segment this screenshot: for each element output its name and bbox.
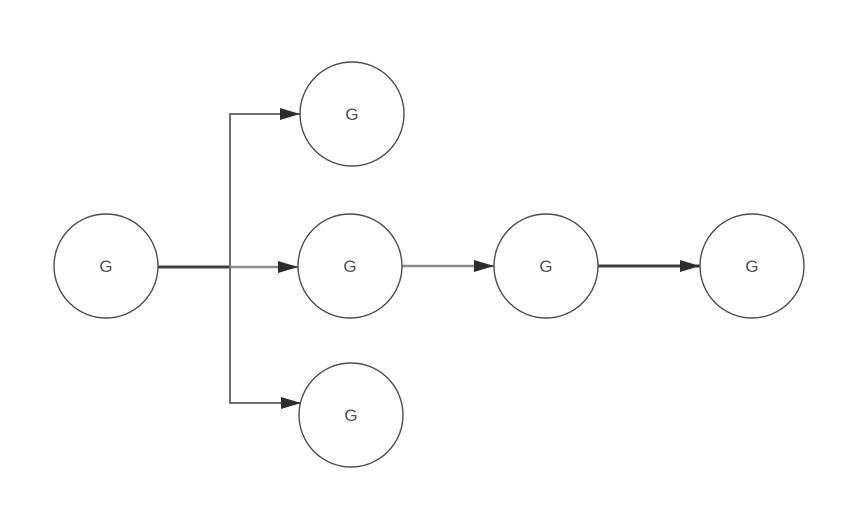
node-g4-branch-bottom[interactable]: G <box>298 362 404 468</box>
node-label: G <box>745 257 758 276</box>
node-g2-branch-top[interactable]: G <box>299 61 405 167</box>
node-g1-source[interactable]: G <box>53 213 159 319</box>
node-g5-chain[interactable]: G <box>493 213 599 319</box>
node-label: G <box>99 257 112 276</box>
node-circle[interactable] <box>493 213 599 319</box>
node-circle[interactable] <box>699 213 805 319</box>
node-circle[interactable] <box>299 61 405 167</box>
node-g3-branch-middle[interactable]: G <box>297 213 403 319</box>
edge-junction-to-g2[interactable] <box>229 108 300 267</box>
node-label: G <box>539 257 552 276</box>
node-label: G <box>344 406 357 425</box>
edge-junction-to-g4[interactable] <box>229 267 301 409</box>
node-circle[interactable] <box>297 213 403 319</box>
node-circle[interactable] <box>298 362 404 468</box>
node-circle[interactable] <box>53 213 159 319</box>
node-label: G <box>343 257 356 276</box>
node-label: G <box>345 105 358 124</box>
node-g6-end[interactable]: G <box>699 213 805 319</box>
